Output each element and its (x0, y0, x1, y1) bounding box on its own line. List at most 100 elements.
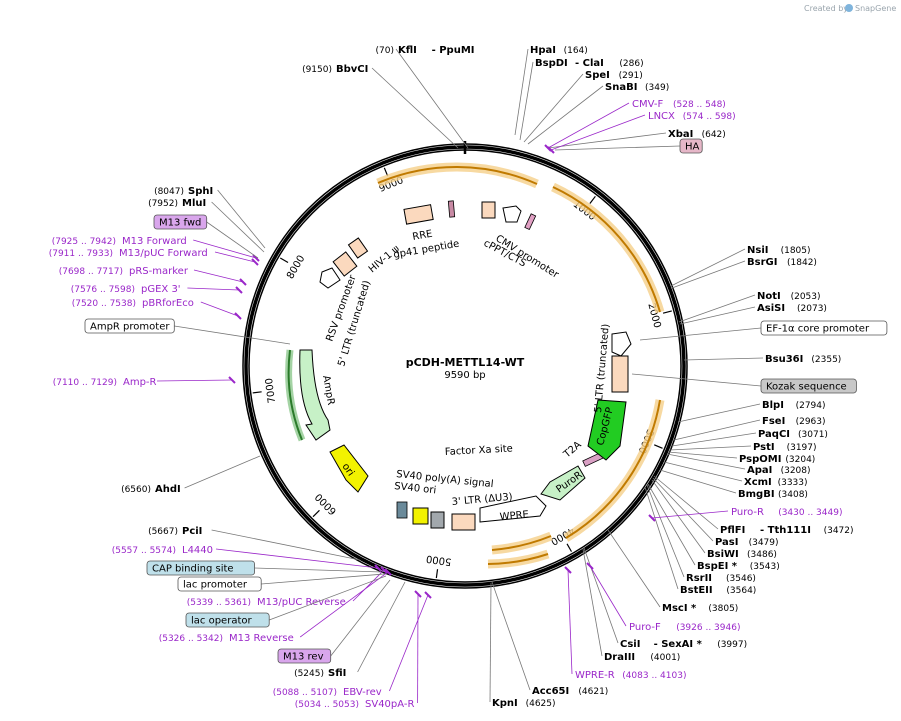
site-xcmi[interactable]: (3333)XcmI (744, 477, 808, 488)
site-position: (642) (702, 130, 726, 140)
site-asisi[interactable]: (2073)AsiSI (757, 303, 827, 314)
site-noti[interactable]: (2053)NotI (757, 291, 821, 302)
site-msci[interactable]: (3805)MscI * (662, 603, 738, 614)
primer-m13pucforward[interactable]: M13/pUC Forward(7911 .. 7933) (49, 248, 208, 259)
site-name: KflI (398, 45, 417, 56)
site-snabi[interactable]: (349)SnaBI (605, 82, 669, 93)
primer-m13pucreverse[interactable]: M13/pUC Reverse(5339 .. 5361) (187, 597, 346, 608)
box-leader (554, 145, 681, 151)
primer-pbrforeco[interactable]: pBRforEco(7520 .. 7538) (72, 298, 194, 309)
site-kfli[interactable]: (70)KflI- PpuMI (376, 45, 475, 56)
primer-m13reverse[interactable]: M13 Reverse(5326 .. 5342) (159, 633, 294, 644)
site-paqci[interactable]: (3071)PaqCI (758, 429, 828, 440)
site-xbai[interactable]: (642)XbaI (668, 129, 726, 140)
site-psti[interactable]: (3197)PstI (753, 442, 817, 453)
primer-l4440[interactable]: L4440(5557 .. 5574) (112, 545, 213, 556)
site-leader (647, 483, 696, 566)
primer-position: (5326 .. 5342) (159, 634, 223, 644)
primer-cmvf[interactable]: CMV-F(528 .. 548) (632, 99, 726, 110)
primer-ampr[interactable]: Amp-R(7110 .. 7129) (53, 377, 157, 388)
site-leader (667, 451, 738, 459)
box-cap[interactable]: CAP binding site (146, 560, 383, 576)
orf-arcs (285, 162, 665, 569)
site-fsei[interactable]: (2963)FseI (762, 416, 826, 427)
primer-pgex3[interactable]: pGEX 3'(7576 .. 7598) (71, 284, 181, 295)
site-ahdi[interactable]: (6560)AhdI (121, 484, 181, 495)
site-leader (651, 479, 706, 554)
site-pspomi[interactable]: (3204)PspOMI (739, 454, 815, 465)
site-bsrgi[interactable]: (1842)BsrGI (747, 257, 817, 268)
ha-feature-mark (524, 213, 537, 231)
site-acc65i[interactable]: (4621)Acc65I (532, 686, 608, 697)
box-leader (631, 373, 762, 387)
tick-mark (279, 257, 289, 264)
site-bsu36i[interactable]: (2355)Bsu36I (765, 354, 841, 365)
site-position: (3204) (785, 455, 815, 465)
box-ampr-promoter[interactable]: AmpR promoter (84, 318, 291, 345)
site-rsrii[interactable]: (3546)RsrII (686, 573, 756, 584)
feature-wpre: WPRE (499, 509, 529, 523)
site-kpni[interactable]: (4625)KpnI (492, 698, 556, 709)
site-leader (519, 61, 534, 141)
leader-lines (184, 48, 764, 703)
site-bspdi[interactable]: (286)BspDI- ClaI (535, 58, 644, 69)
primer-name: Puro-R (731, 507, 764, 518)
site-leader (646, 484, 685, 578)
site-name: BlpI (762, 400, 784, 411)
box-ef1a[interactable]: EF-1α core promoter (639, 320, 888, 341)
box-lac-operator[interactable]: lac operator (185, 575, 387, 628)
site-bspei[interactable]: (3543)BspEI * (697, 561, 780, 572)
site-bbvci[interactable]: (9150)BbvCI (302, 64, 368, 75)
site-blpi[interactable]: (2794)BlpI (762, 400, 826, 411)
primer-name: pGEX 3' (141, 284, 181, 295)
site-position: (3479) (749, 538, 779, 548)
site-pasi[interactable]: (3479)PasI (715, 537, 779, 548)
tick-mark (252, 391, 262, 394)
rsv-promoter-arrow (319, 267, 341, 289)
site-bsteii[interactable]: (3564)BstEII (680, 585, 756, 596)
box-label: lac operator (191, 616, 252, 627)
site-apai[interactable]: (3208)ApaI (747, 465, 811, 476)
box-m13fwd[interactable]: M13 fwd (153, 214, 259, 259)
box-m13rev[interactable]: M13 rev (277, 579, 391, 664)
sv40-hatch-box (396, 501, 408, 519)
site-hpai[interactable]: (164)HpaI (530, 45, 588, 56)
primer-lncx[interactable]: LNCX(574 .. 598) (648, 111, 736, 122)
primer-prsmarker[interactable]: pRS-marker(7698 .. 7717) (59, 266, 189, 277)
primer-ebvrev[interactable]: EBV-rev(5088 .. 5107) (273, 687, 382, 698)
tick-mark (312, 509, 320, 518)
box-kozak[interactable]: Kozak sequence (631, 373, 857, 394)
site-bsiwi[interactable]: (3486)BsiWI (707, 549, 777, 560)
box-leader (639, 327, 762, 341)
site-mlui[interactable]: (7952)MluI (148, 198, 206, 209)
site-pcii[interactable]: (5667)PciI (148, 526, 202, 537)
site-extra: - Tth111I (760, 525, 811, 536)
site-draiii[interactable]: (4001)DraIII (604, 652, 680, 663)
primer-wprer[interactable]: WPRE-R(4083 .. 4103) (575, 670, 686, 681)
primer-name: SV40pA-R (365, 699, 414, 710)
box-ha[interactable]: HA (554, 138, 703, 154)
site-leader (607, 529, 661, 608)
box-lac-promoter[interactable]: lac promoter (177, 573, 385, 592)
site-leader (652, 477, 714, 542)
primer-mark (251, 258, 259, 266)
site-position: (3486) (747, 550, 777, 560)
site-sfii[interactable]: (5245)SfiI (294, 668, 346, 679)
ori-arrow (329, 444, 369, 493)
site-sphi[interactable]: (8047)SphI (154, 186, 213, 197)
primer-m13forward[interactable]: M13 Forward(7925 .. 7942) (52, 236, 187, 247)
site-pflfi[interactable]: (3472)PflFI- Tth111I (720, 525, 854, 536)
ltr3-box (451, 513, 476, 531)
site-leader (671, 432, 757, 447)
primer-position: (5557 .. 5574) (112, 546, 176, 556)
primer-mark (252, 254, 260, 262)
primer-puror[interactable]: Puro-R(3430 .. 3449) (731, 507, 842, 518)
site-spei[interactable]: (291)SpeI (585, 70, 643, 81)
site-bmgbi[interactable]: (3408)BmgBI (738, 489, 808, 500)
primer-sv40par[interactable]: SV40pA-R(5034 .. 5053) (295, 699, 415, 710)
orf-arc-bottom-1 (491, 531, 553, 555)
site-nsii[interactable]: (1805)NsiI (747, 245, 811, 256)
site-csii[interactable]: (3997)CsiI- SexAI * (620, 639, 747, 650)
primer-purof[interactable]: Puro-F(3926 .. 3946) (629, 622, 740, 633)
site-leader (523, 73, 584, 143)
